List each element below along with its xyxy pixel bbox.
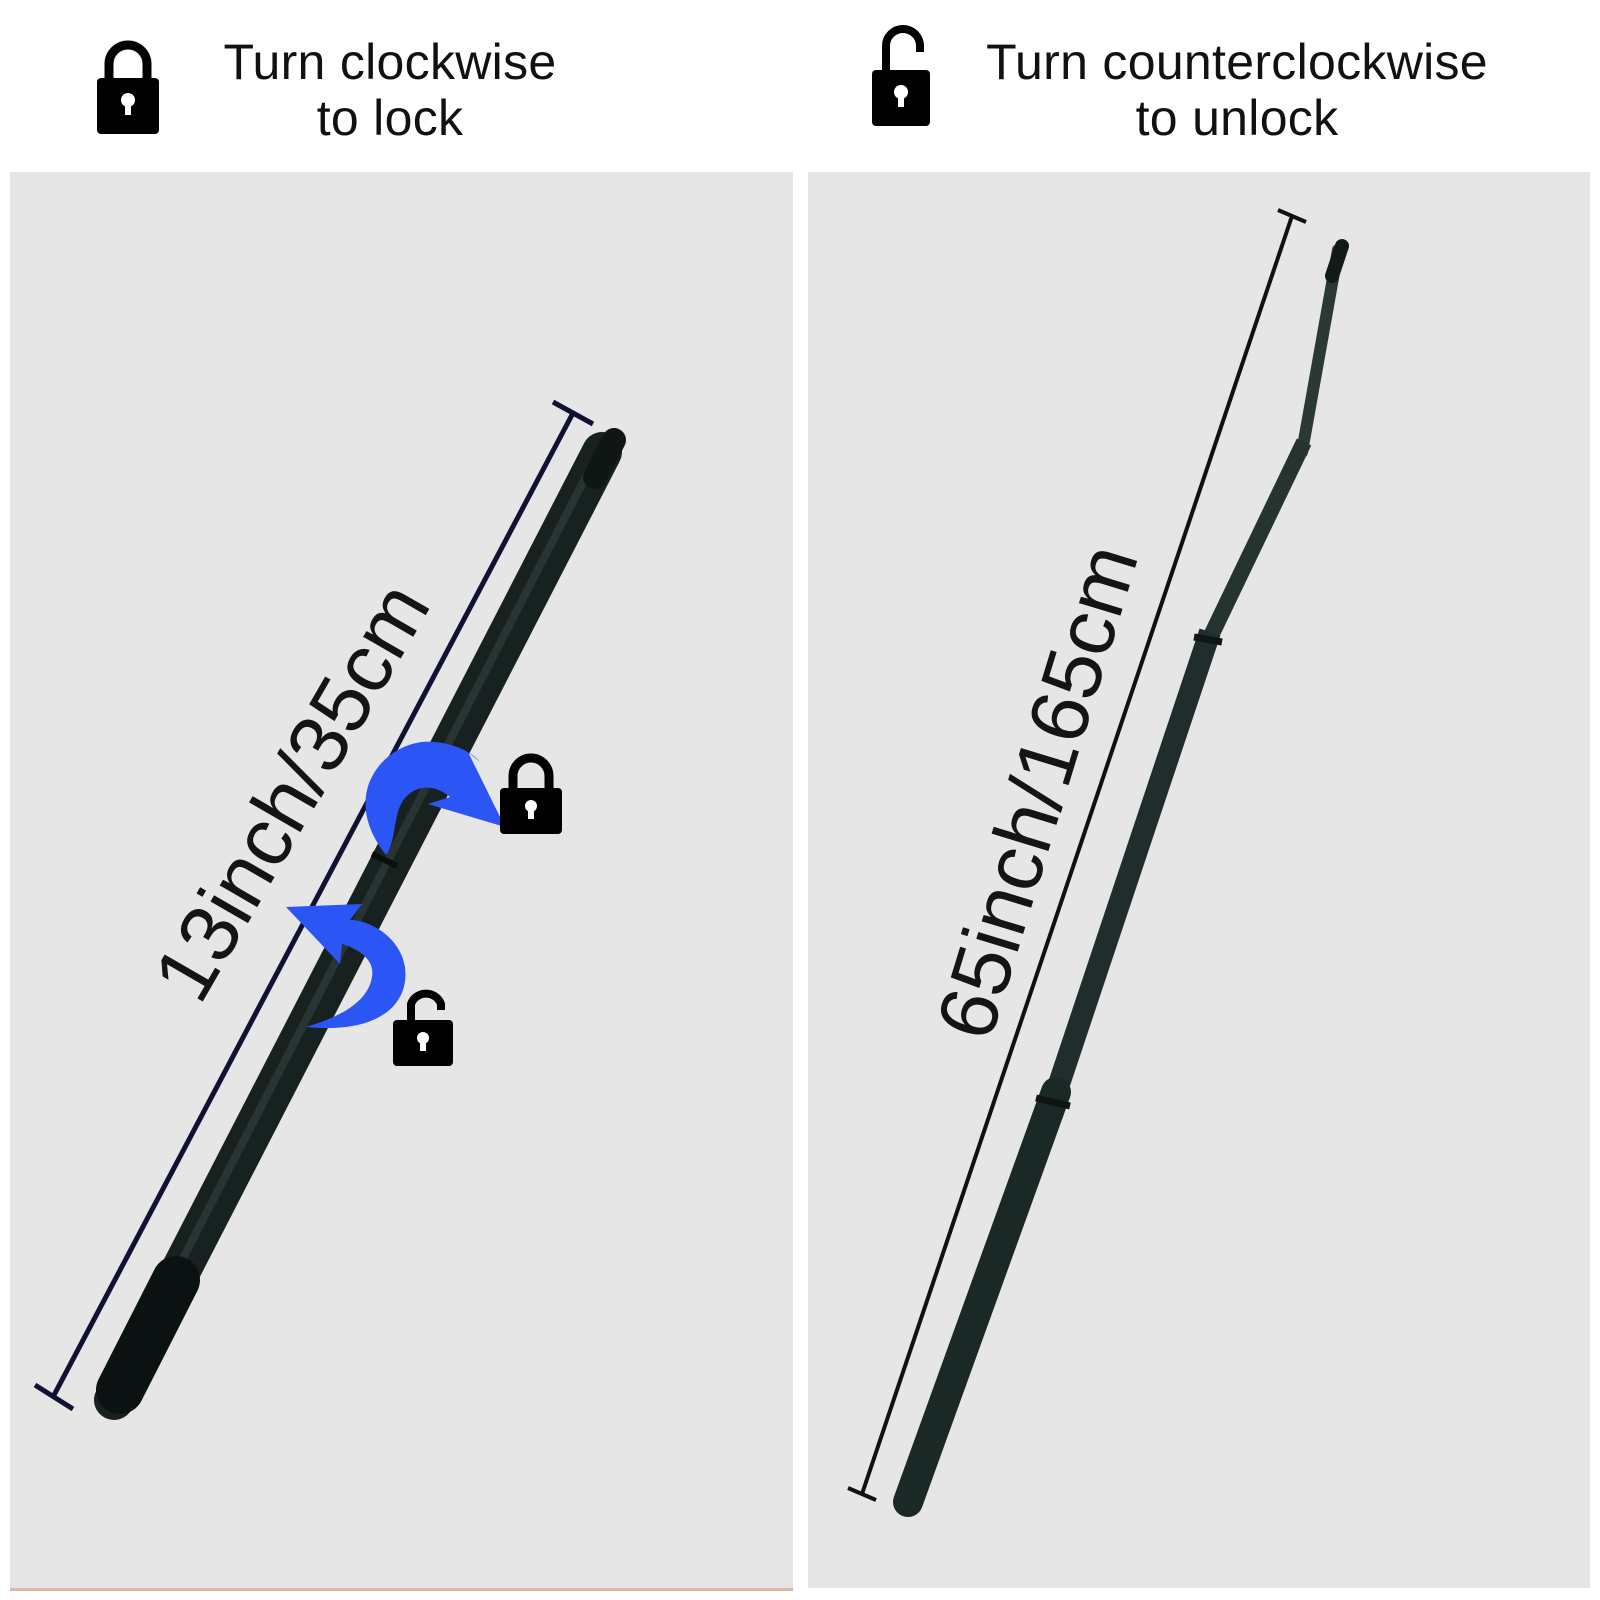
unlock-instruction-text: Turn counterclockwise to unlock bbox=[942, 34, 1532, 146]
collapsed-pole-illustration bbox=[33, 399, 626, 1420]
extended-pole-illustration bbox=[847, 208, 1349, 1517]
closed-padlock-icon bbox=[500, 753, 562, 834]
open-padlock-icon bbox=[872, 25, 930, 126]
lock-instruction-text: Turn clockwise to lock bbox=[190, 34, 590, 146]
extended-pole bbox=[893, 239, 1349, 1517]
extended-pole-panel: 65inch/165cm bbox=[808, 172, 1590, 1588]
measurement-line bbox=[847, 208, 1307, 1502]
lock-instruction-line-2: to lock bbox=[316, 90, 464, 146]
unlock-instruction-line-2: to unlock bbox=[1135, 90, 1339, 146]
unlock-instruction-line-1: Turn counterclockwise bbox=[986, 34, 1488, 90]
lock-instruction-line-1: Turn clockwise bbox=[223, 34, 557, 90]
clockwise-arrow-icon bbox=[365, 741, 505, 855]
collapsed-pole-panel: 13inch/35cm bbox=[10, 172, 793, 1591]
unlock-instruction: Turn counterclockwise to unlock bbox=[870, 22, 1560, 157]
measurement-line bbox=[33, 399, 595, 1412]
counterclockwise-arrow-icon bbox=[286, 904, 406, 1029]
lock-instruction: Turn clockwise to lock bbox=[95, 22, 615, 157]
open-padlock-icon bbox=[393, 989, 453, 1066]
closed-padlock-icon bbox=[97, 40, 159, 134]
